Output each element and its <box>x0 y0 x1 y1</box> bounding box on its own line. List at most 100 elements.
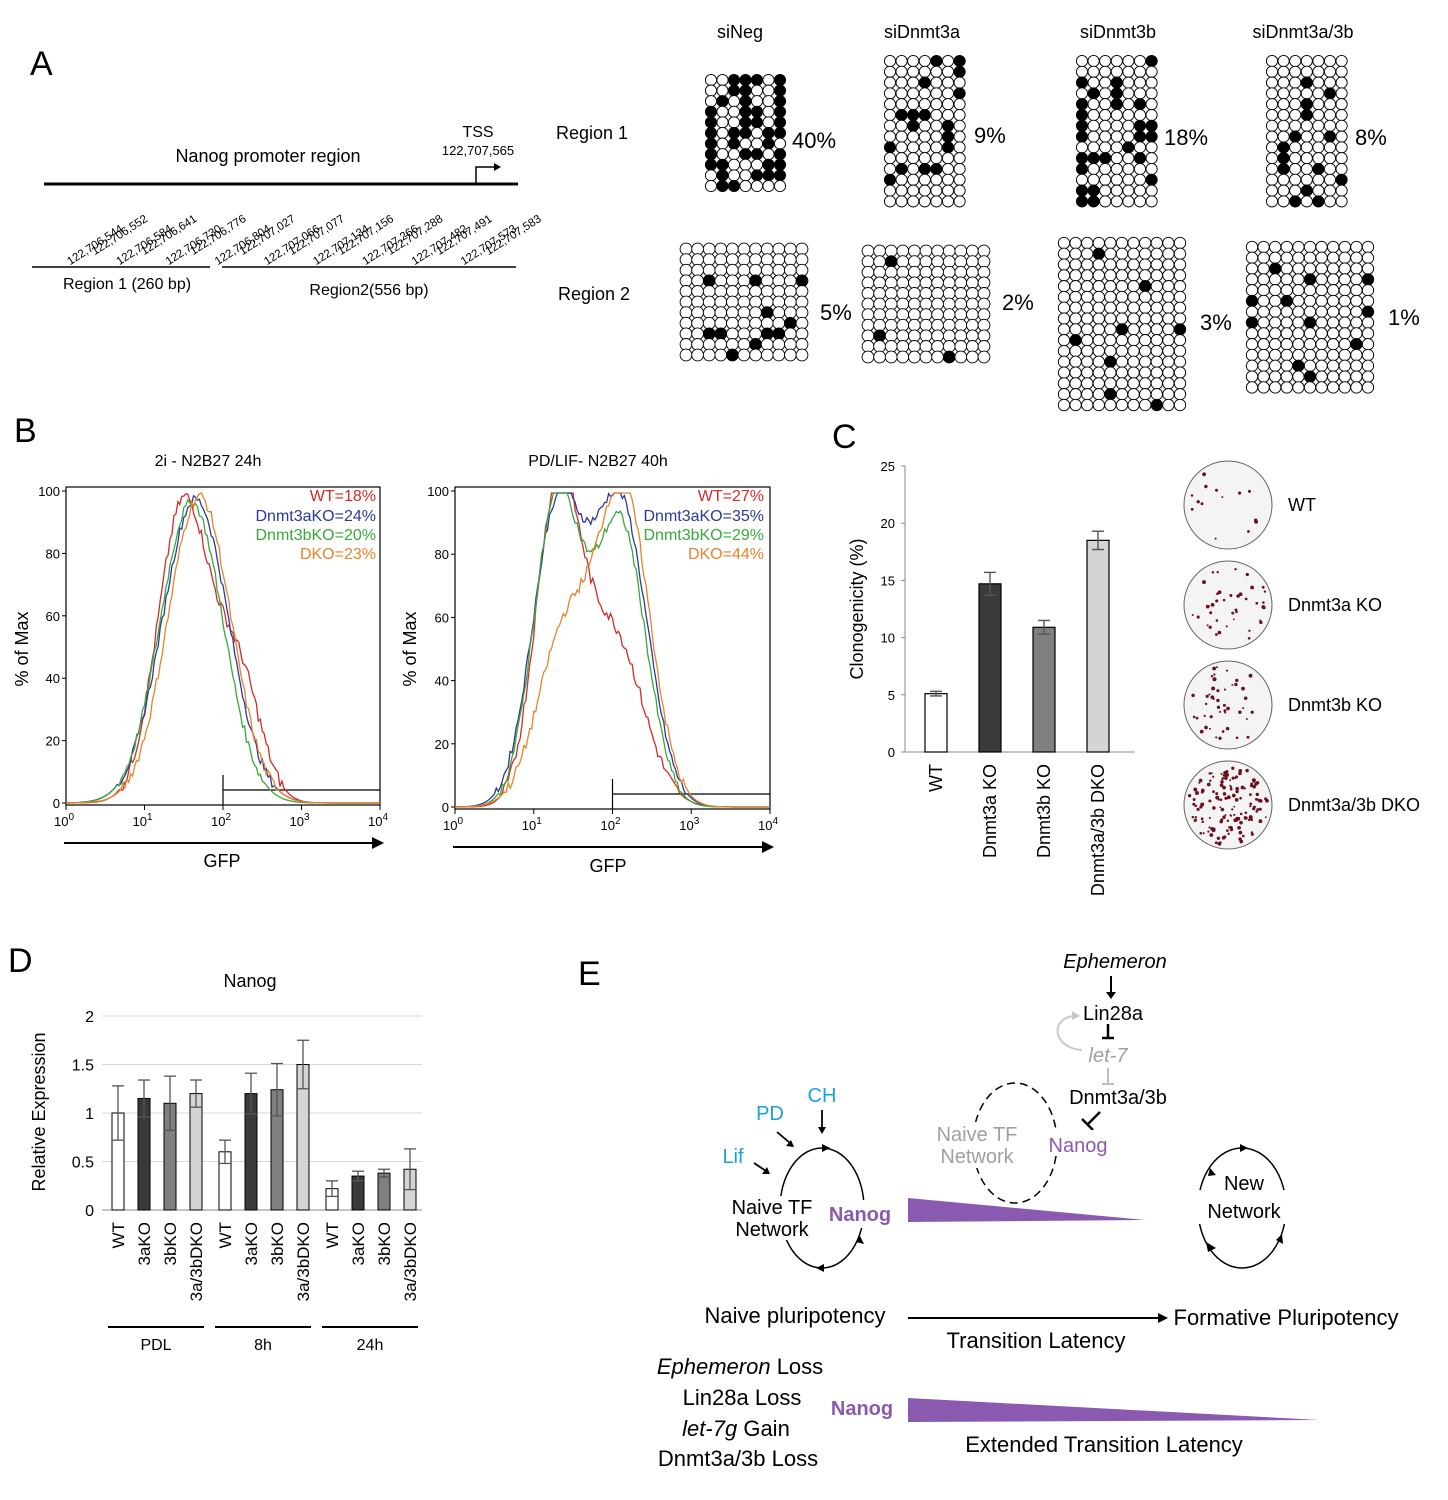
methylated-cpg <box>773 126 787 140</box>
colony <box>1191 815 1195 819</box>
unmethylated-cpg <box>930 152 943 165</box>
cycle-arrowhead-bottom <box>816 1264 824 1272</box>
unmethylated-cpg <box>930 98 943 111</box>
unmethylated-cpg <box>1127 323 1140 336</box>
unmethylated-cpg <box>762 73 775 87</box>
unmethylated-cpg <box>1139 388 1152 401</box>
methylated-cpg <box>953 54 966 68</box>
unmethylated-cpg <box>1081 280 1094 293</box>
unmethylated-cpg <box>931 350 944 364</box>
unmethylated-cpg <box>884 329 898 343</box>
unmethylated-cpg <box>1292 338 1305 351</box>
unmethylated-cpg <box>1327 305 1340 318</box>
colony <box>1249 802 1253 806</box>
unmethylated-cpg <box>1173 312 1187 325</box>
unmethylated-cpg <box>1289 162 1302 176</box>
methylated-cpg <box>941 119 955 132</box>
colony <box>1200 502 1204 506</box>
methylated-cpg <box>1361 305 1375 318</box>
unmethylated-cpg <box>1081 344 1094 358</box>
unmethylated-cpg <box>1162 301 1175 314</box>
flow-right-title: PD/LIF- N2B27 40h <box>528 453 668 470</box>
unmethylated-cpg <box>1257 262 1270 275</box>
column-label-sineg: siNeg <box>717 22 763 42</box>
methylated-cpg <box>930 162 943 176</box>
unmethylated-cpg <box>1162 269 1175 282</box>
unmethylated-cpg <box>1173 398 1187 412</box>
methylated-cpg <box>1069 334 1082 347</box>
unmethylated-cpg <box>1081 312 1094 325</box>
unmethylated-cpg <box>1087 162 1100 176</box>
unmethylated-cpg <box>1338 240 1351 254</box>
unmethylated-cpg <box>737 274 751 288</box>
coordinate-labels: 122,706,544122,706,552122,706,584122,706… <box>65 213 543 268</box>
unmethylated-cpg <box>1173 280 1187 293</box>
unmethylated-cpg <box>1087 65 1100 78</box>
unmethylated-cpg <box>931 297 944 311</box>
unmethylated-cpg <box>762 179 775 193</box>
unmethylated-cpg <box>1092 388 1105 401</box>
unmethylated-cpg <box>1104 323 1117 336</box>
unmethylated-cpg <box>1110 108 1123 122</box>
methylated-cpg <box>1350 338 1363 351</box>
colony <box>1202 832 1205 835</box>
unmethylated-cpg <box>1110 184 1123 197</box>
naive-network-label-bg <box>726 1196 820 1240</box>
methylated-cpg <box>773 105 787 118</box>
unmethylated-cpg <box>883 108 897 122</box>
unmethylated-cpg <box>1127 247 1140 260</box>
percent-region1-sidnmt3a: 9% <box>974 123 1006 148</box>
colony <box>1221 730 1225 733</box>
unmethylated-cpg <box>930 130 943 143</box>
colony <box>1216 836 1221 840</box>
unmethylated-cpg <box>1069 280 1082 293</box>
unmethylated-cpg <box>1081 258 1094 271</box>
methylated-cpg <box>773 169 787 182</box>
unmethylated-cpg <box>691 327 704 341</box>
colony <box>1258 807 1262 811</box>
x-tick-label: 100 <box>443 816 463 833</box>
bar <box>1032 626 1056 753</box>
unmethylated-cpg <box>1312 76 1325 89</box>
unmethylated-cpg <box>749 295 762 309</box>
unmethylated-cpg <box>873 255 886 268</box>
unmethylated-cpg <box>1292 316 1305 329</box>
unmethylated-cpg <box>954 255 968 268</box>
methylated-cpg <box>1104 388 1117 401</box>
methylated-cpg <box>739 73 752 87</box>
unmethylated-cpg <box>1127 290 1140 304</box>
flow-right-legend-4: DKO=44% <box>688 546 764 563</box>
unmethylated-cpg <box>1300 152 1313 165</box>
unmethylated-cpg <box>762 116 775 129</box>
colony <box>1208 799 1212 803</box>
y-tick-label: 80 <box>435 547 449 562</box>
unmethylated-cpg <box>954 297 968 311</box>
unmethylated-cpg <box>919 287 933 300</box>
unmethylated-cpg <box>714 338 728 351</box>
unmethylated-cpg <box>977 308 991 321</box>
unmethylated-cpg <box>737 242 751 256</box>
colony <box>1261 605 1266 609</box>
unmethylated-cpg <box>1115 269 1129 282</box>
colony <box>1231 793 1236 798</box>
colony <box>1191 693 1195 698</box>
unmethylated-cpg <box>704 95 718 108</box>
colony <box>1211 686 1216 691</box>
unmethylated-cpg <box>714 253 728 266</box>
unmethylated-cpg <box>737 348 751 362</box>
category-label: Dnmt3b KO <box>1034 764 1054 858</box>
unmethylated-cpg <box>784 253 797 266</box>
unmethylated-cpg <box>1081 366 1094 379</box>
unmethylated-cpg <box>908 287 921 300</box>
transition-latency-label: Transition Latency <box>947 1328 1126 1353</box>
unmethylated-cpg <box>1162 355 1175 368</box>
colony <box>1250 710 1254 714</box>
unmethylated-cpg <box>714 295 728 309</box>
unmethylated-cpg <box>1338 273 1351 286</box>
colony <box>1212 806 1216 810</box>
methylated-cpg <box>714 327 728 341</box>
unmethylated-cpg <box>679 327 693 341</box>
colony <box>1212 697 1215 701</box>
x-tick-label: 104 <box>758 816 778 833</box>
